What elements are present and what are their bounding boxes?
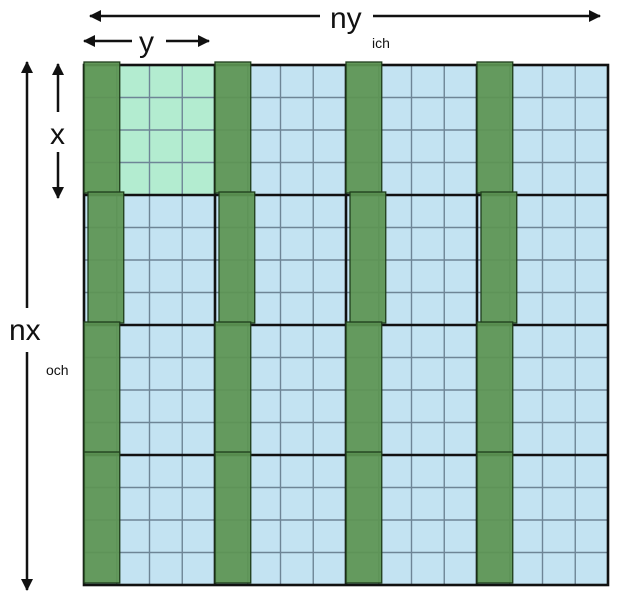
column-bar	[345, 61, 383, 194]
column-bar	[480, 191, 518, 324]
y-label: y	[139, 26, 154, 59]
column-bar	[349, 191, 387, 324]
column-bar	[214, 61, 252, 194]
column-bar	[476, 451, 514, 584]
column-bar	[476, 61, 514, 194]
column-bar	[214, 321, 252, 454]
column-bar	[83, 321, 121, 454]
column-bars	[83, 61, 518, 584]
nx-subscript: och	[46, 362, 69, 378]
column-bar	[345, 451, 383, 584]
nx-label: nx	[9, 314, 41, 347]
column-bar	[87, 191, 125, 324]
ny-label: ny	[330, 2, 362, 35]
ny-subscript: ich	[372, 35, 390, 51]
column-bar	[345, 321, 383, 454]
column-bar	[83, 451, 121, 584]
x-label: x	[50, 118, 65, 151]
column-bar	[218, 191, 256, 324]
column-bar	[83, 61, 121, 194]
column-bar	[476, 321, 514, 454]
column-bar	[214, 451, 252, 584]
